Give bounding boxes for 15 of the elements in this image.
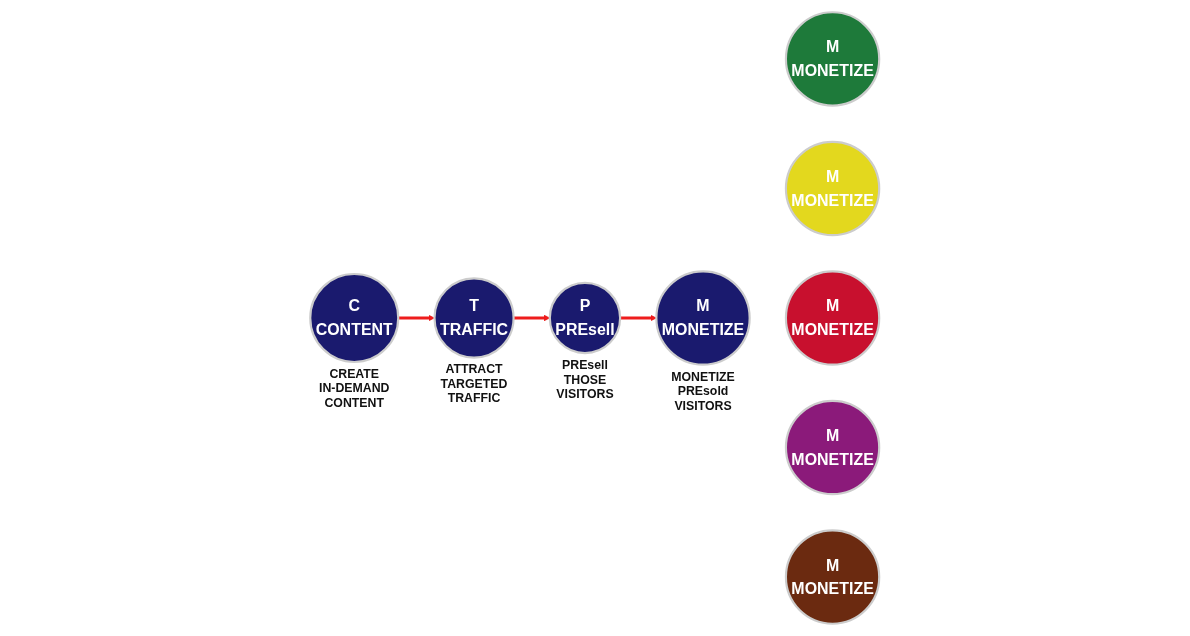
node-circle: M MONETIZE <box>785 270 881 366</box>
step-caption: MONETIZE PREsold VISITORS <box>671 369 736 413</box>
node-circle: M MONETIZE <box>785 11 881 107</box>
node-circle: P PREsell <box>549 281 622 355</box>
node-circle: M MONETIZE <box>785 140 881 237</box>
step-caption: ATTRACT TARGETED TRAFFIC <box>440 362 508 406</box>
node-circle: M MONETIZE <box>655 270 751 366</box>
arrow <box>620 314 657 322</box>
arrow <box>513 314 551 322</box>
node-circle: M MONETIZE <box>785 529 881 625</box>
node-circle: M MONETIZE <box>785 399 881 496</box>
node-circle: C CONTENT <box>309 272 400 364</box>
node-circle: T TRAFFIC <box>433 277 515 359</box>
step-caption: CREATE IN-DEMAND CONTENT <box>319 366 390 410</box>
step-caption: PREsell THOSE VISITORS <box>556 358 614 402</box>
